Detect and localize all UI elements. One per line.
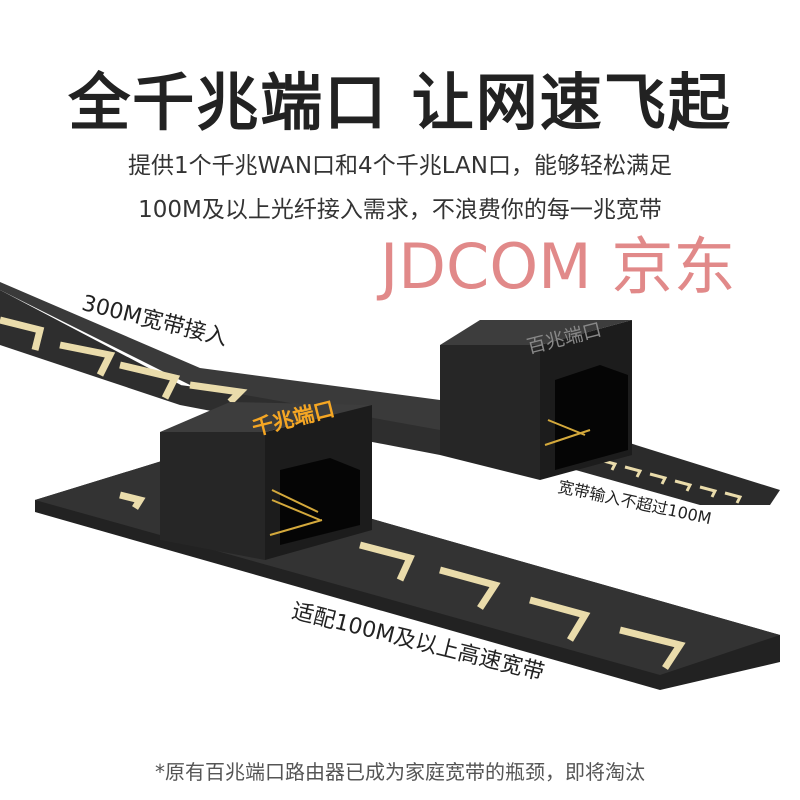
footnote: *原有百兆端口路由器已成为家庭宽带的瓶颈，即将淘汰 <box>155 760 645 784</box>
rj45-jack-icon <box>280 458 360 545</box>
rj45-jack-icon <box>555 365 628 470</box>
subtitle-line-2: 100M及以上光纤接入需求，不浪费你的每一兆宽带 <box>138 197 662 223</box>
headline: 全千兆端口 让网速飞起 <box>68 66 732 139</box>
upper-strip-top <box>0 282 440 430</box>
chevrons <box>0 316 686 670</box>
fast-port-module <box>440 320 632 480</box>
subtitle-line-1: 提供1个千兆WAN口和4个千兆LAN口，能够轻松满足 <box>128 153 672 179</box>
watermark: JDCOM 京东 <box>380 230 736 303</box>
gigabit-port-module <box>160 402 372 560</box>
